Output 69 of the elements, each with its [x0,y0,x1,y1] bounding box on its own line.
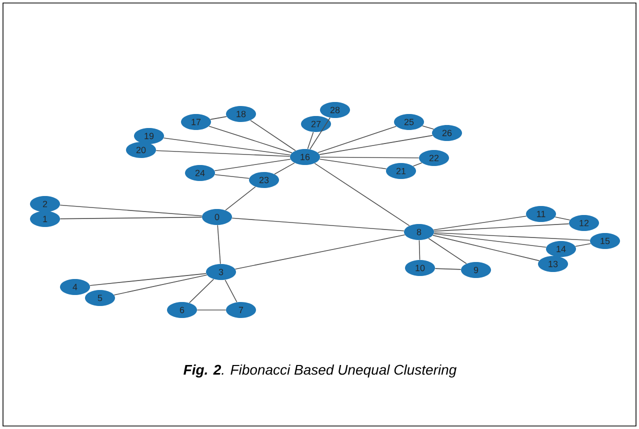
edge-line [188,278,214,304]
graph-node: 1 [30,211,60,227]
edge-line [163,138,291,156]
graph-node: 23 [249,172,279,188]
graph-node: 17 [181,114,211,130]
edge-line [319,158,387,170]
graph-node: 9 [461,262,491,278]
edge-line [310,117,330,150]
edge-line [319,135,433,155]
graph-node: 24 [185,165,215,181]
graph-node: 3 [206,264,236,280]
edge-line [318,126,396,154]
caption: Fig. 2. Fibonacci Based Unequal Clustering [184,364,457,378]
edge-line [422,125,434,130]
graph-node: 14 [546,241,576,257]
graph-node: 19 [134,128,164,144]
edge-line [217,224,221,264]
graph-node: 18 [226,106,256,122]
edge-line [234,234,406,270]
graph-node: 13 [538,256,568,272]
edge-line [433,216,527,230]
graph-node: 4 [60,279,90,295]
edge-line [320,156,420,158]
graph-node: 7 [226,302,256,318]
graph-node: 21 [386,163,416,179]
edge-line [232,218,404,232]
edge-line [433,233,547,248]
node-label: 20 [136,146,146,154]
edge-line [224,280,238,303]
edge-line [434,232,590,241]
edge-line [554,216,570,220]
edge-line [210,116,227,120]
edge-line [250,120,296,152]
graph-node: 6 [167,302,197,318]
graph-node: 11 [526,206,556,222]
edge-line [575,243,591,247]
graph-node: 0 [202,209,232,225]
graph-node: 22 [419,150,449,166]
graph-node: 5 [85,290,115,306]
edge-line [434,223,570,232]
edge-line [60,216,202,220]
graph-node: 28 [320,102,350,118]
edge-line [214,158,291,172]
edge-line [114,274,208,296]
graph-node: 25 [394,114,424,130]
graph-node: 2 [30,196,60,212]
node-label: 19 [144,132,154,140]
edge-line [214,174,250,179]
edge-line [225,186,256,211]
graph-node: 16 [290,149,320,165]
graph-node: 12 [569,215,599,231]
edge-line [428,238,467,264]
edge-line [314,162,410,226]
edge-line [307,132,314,150]
graph-node: 8 [404,224,434,240]
graph-node: 10 [405,260,435,276]
edge-line [418,240,420,260]
edge-line [412,162,422,167]
graph-node: 15 [590,233,620,249]
edge-line [434,268,462,270]
edge-line [156,150,290,157]
graph-node: 27 [301,116,331,132]
graph-node: 26 [432,125,462,141]
edge-line [432,234,540,262]
graph-node: 20 [126,142,156,158]
edge-line [90,273,206,286]
edge-line [208,126,292,154]
edge-line [60,204,202,216]
edge-line [274,162,295,174]
